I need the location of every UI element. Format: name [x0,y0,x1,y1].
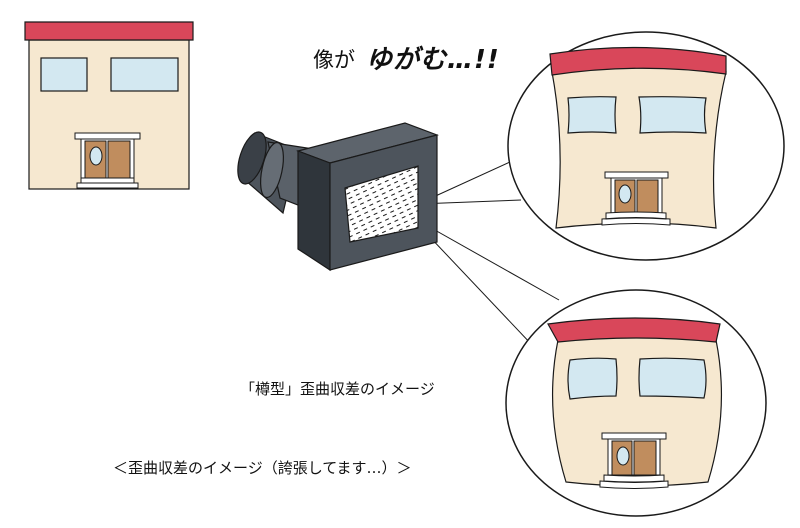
top-house-roof [549,46,727,76]
door-window [89,146,103,166]
headline-plain: 像が [313,48,355,72]
house-roof [24,21,194,41]
top-house-window-left [567,96,617,134]
bottom-house-roof [547,317,721,343]
bottom-door-canopy [601,432,667,440]
original-house [24,21,194,190]
distortion-note-caption: ＜歪曲収差のイメージ（誇張してます…）＞ [113,459,412,477]
camera-body-side [297,150,331,272]
distorted-house-bottom-bubble [505,289,767,517]
barrel-distortion-caption: 「樽型」歪曲収差のイメージ [240,380,435,398]
house-window-right [110,57,179,92]
door-step-2 [76,182,139,189]
bottom-house-window-left [567,357,618,400]
bottom-door-window [616,446,630,466]
top-door-window [618,184,632,204]
bottom-door-right [633,440,657,476]
door-canopy [74,132,141,140]
top-door-right [636,179,659,214]
camera [237,122,439,272]
bottom-door-steps [599,474,669,489]
door-right [107,140,131,179]
top-house-window-right [638,96,707,134]
house-window-left [40,57,88,92]
distorted-house-top-bubble [507,31,785,261]
top-door-steps [601,211,671,226]
door-step-1 [80,177,135,184]
top-door-canopy [604,171,669,179]
bottom-house-window-right [638,357,707,399]
camera-lens-rim [260,141,284,199]
headline-bold: ゆがむ…!! [366,45,500,75]
camera-sensor-hatch [345,166,418,242]
